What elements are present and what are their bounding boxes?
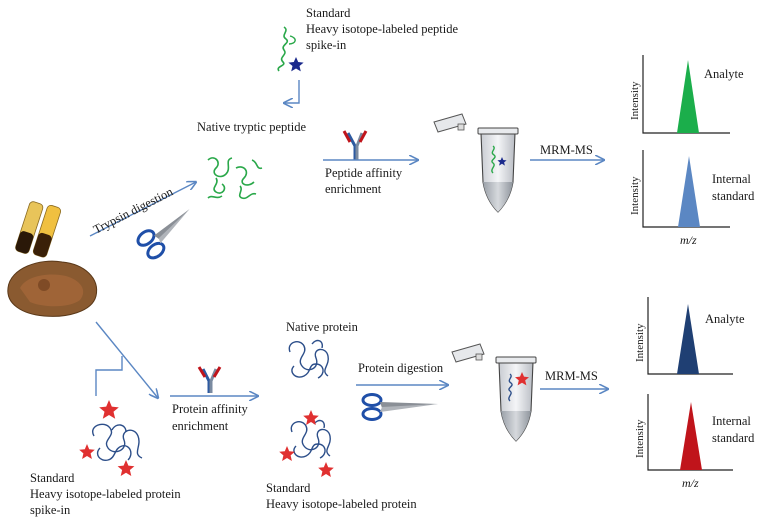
mrm-label-top: MRM-MS bbox=[540, 143, 593, 157]
spike-in-protein-line3: spike-in bbox=[30, 503, 71, 517]
heavy-peptide-icon bbox=[277, 26, 296, 72]
spectrum-title-analyte: Analyte bbox=[705, 312, 745, 326]
heavy-label-star-icon bbox=[99, 400, 119, 419]
spectrum-ylabel: Intensity bbox=[629, 81, 641, 120]
spectrum-analyte-bottom: Intensity Analyte bbox=[634, 297, 745, 375]
spectrum-ylabel: Intensity bbox=[634, 419, 646, 458]
spectrum-ylabel: Intensity bbox=[634, 323, 646, 362]
heavy-label-star-icon bbox=[318, 462, 334, 477]
heavy-label-star-icon bbox=[288, 57, 304, 72]
scissors-icon bbox=[136, 209, 190, 260]
tissue-sample-icon bbox=[7, 260, 98, 317]
heavy-label-star-icon bbox=[117, 460, 135, 476]
analyte-peak-top bbox=[677, 60, 699, 133]
spike-in-peptide-line2: Heavy isotope-labeled peptide bbox=[306, 22, 458, 36]
native-protein-icon bbox=[288, 339, 329, 379]
protein-digestion-label: Protein digestion bbox=[358, 361, 444, 375]
peptide-enrichment-line2: enrichment bbox=[325, 182, 382, 196]
standard-protein-icon bbox=[290, 419, 331, 459]
protein-branch-arrow bbox=[95, 321, 158, 398]
standard-peak-top bbox=[678, 156, 700, 227]
spectrum-title-standard: standard bbox=[712, 431, 755, 445]
spike-in-peptide-line3: spike-in bbox=[306, 38, 347, 52]
spectrum-title-internal: Internal bbox=[712, 172, 751, 186]
standard-protein-line2: Heavy isotope-labeled protein bbox=[266, 497, 417, 511]
spectrum-analyte-top: Intensity Analyte bbox=[629, 55, 744, 134]
spectrum-standard-top: Intensity Internal standard m/z bbox=[629, 150, 755, 247]
spectrum-title-analyte: Analyte bbox=[704, 67, 744, 81]
heavy-protein-icon bbox=[92, 423, 143, 462]
antibody-icon bbox=[342, 130, 368, 160]
sample-tubes-icon bbox=[15, 201, 62, 258]
analyte-peak-bottom bbox=[677, 304, 699, 374]
heavy-label-star-icon bbox=[79, 444, 95, 459]
heavy-label-star-icon bbox=[279, 446, 295, 461]
spectrum-ylabel: Intensity bbox=[629, 176, 641, 215]
native-protein-label: Native protein bbox=[286, 320, 359, 334]
mrm-label-bottom: MRM-MS bbox=[545, 369, 598, 383]
scissors-icon bbox=[361, 393, 438, 421]
protein-enrichment-line1: Protein affinity bbox=[172, 402, 249, 416]
standard-protein-line1: Standard bbox=[266, 481, 311, 495]
spike-in-protein-line2: Heavy isotope-labeled protein bbox=[30, 487, 181, 501]
heavy-label-star-icon bbox=[303, 410, 319, 425]
spectrum-standard-bottom: Intensity Internal standard m/z bbox=[634, 394, 755, 490]
microcentrifuge-tube-icon bbox=[433, 113, 519, 213]
standard-peak-bottom bbox=[680, 402, 702, 470]
native-peptides-icon bbox=[207, 157, 263, 200]
antibody-icon bbox=[197, 366, 222, 393]
spike-in-protein-line1: Standard bbox=[30, 471, 75, 485]
trypsin-arrow bbox=[89, 182, 196, 237]
spike-in-peptide-arrow bbox=[284, 80, 300, 103]
spectrum-xlabel: m/z bbox=[682, 476, 699, 490]
protein-enrichment-line2: enrichment bbox=[172, 419, 229, 433]
microcentrifuge-tube-icon bbox=[451, 343, 537, 442]
spectrum-title-standard: standard bbox=[712, 189, 755, 203]
spectrum-title-internal: Internal bbox=[712, 414, 751, 428]
peptide-enrichment-line1: Peptide affinity bbox=[325, 166, 403, 180]
spike-in-peptide-line1: Standard bbox=[306, 6, 351, 20]
spectrum-xlabel: m/z bbox=[680, 233, 697, 247]
native-tryptic-peptide-label: Native tryptic peptide bbox=[197, 120, 306, 134]
spike-in-protein-arrow bbox=[95, 356, 123, 396]
